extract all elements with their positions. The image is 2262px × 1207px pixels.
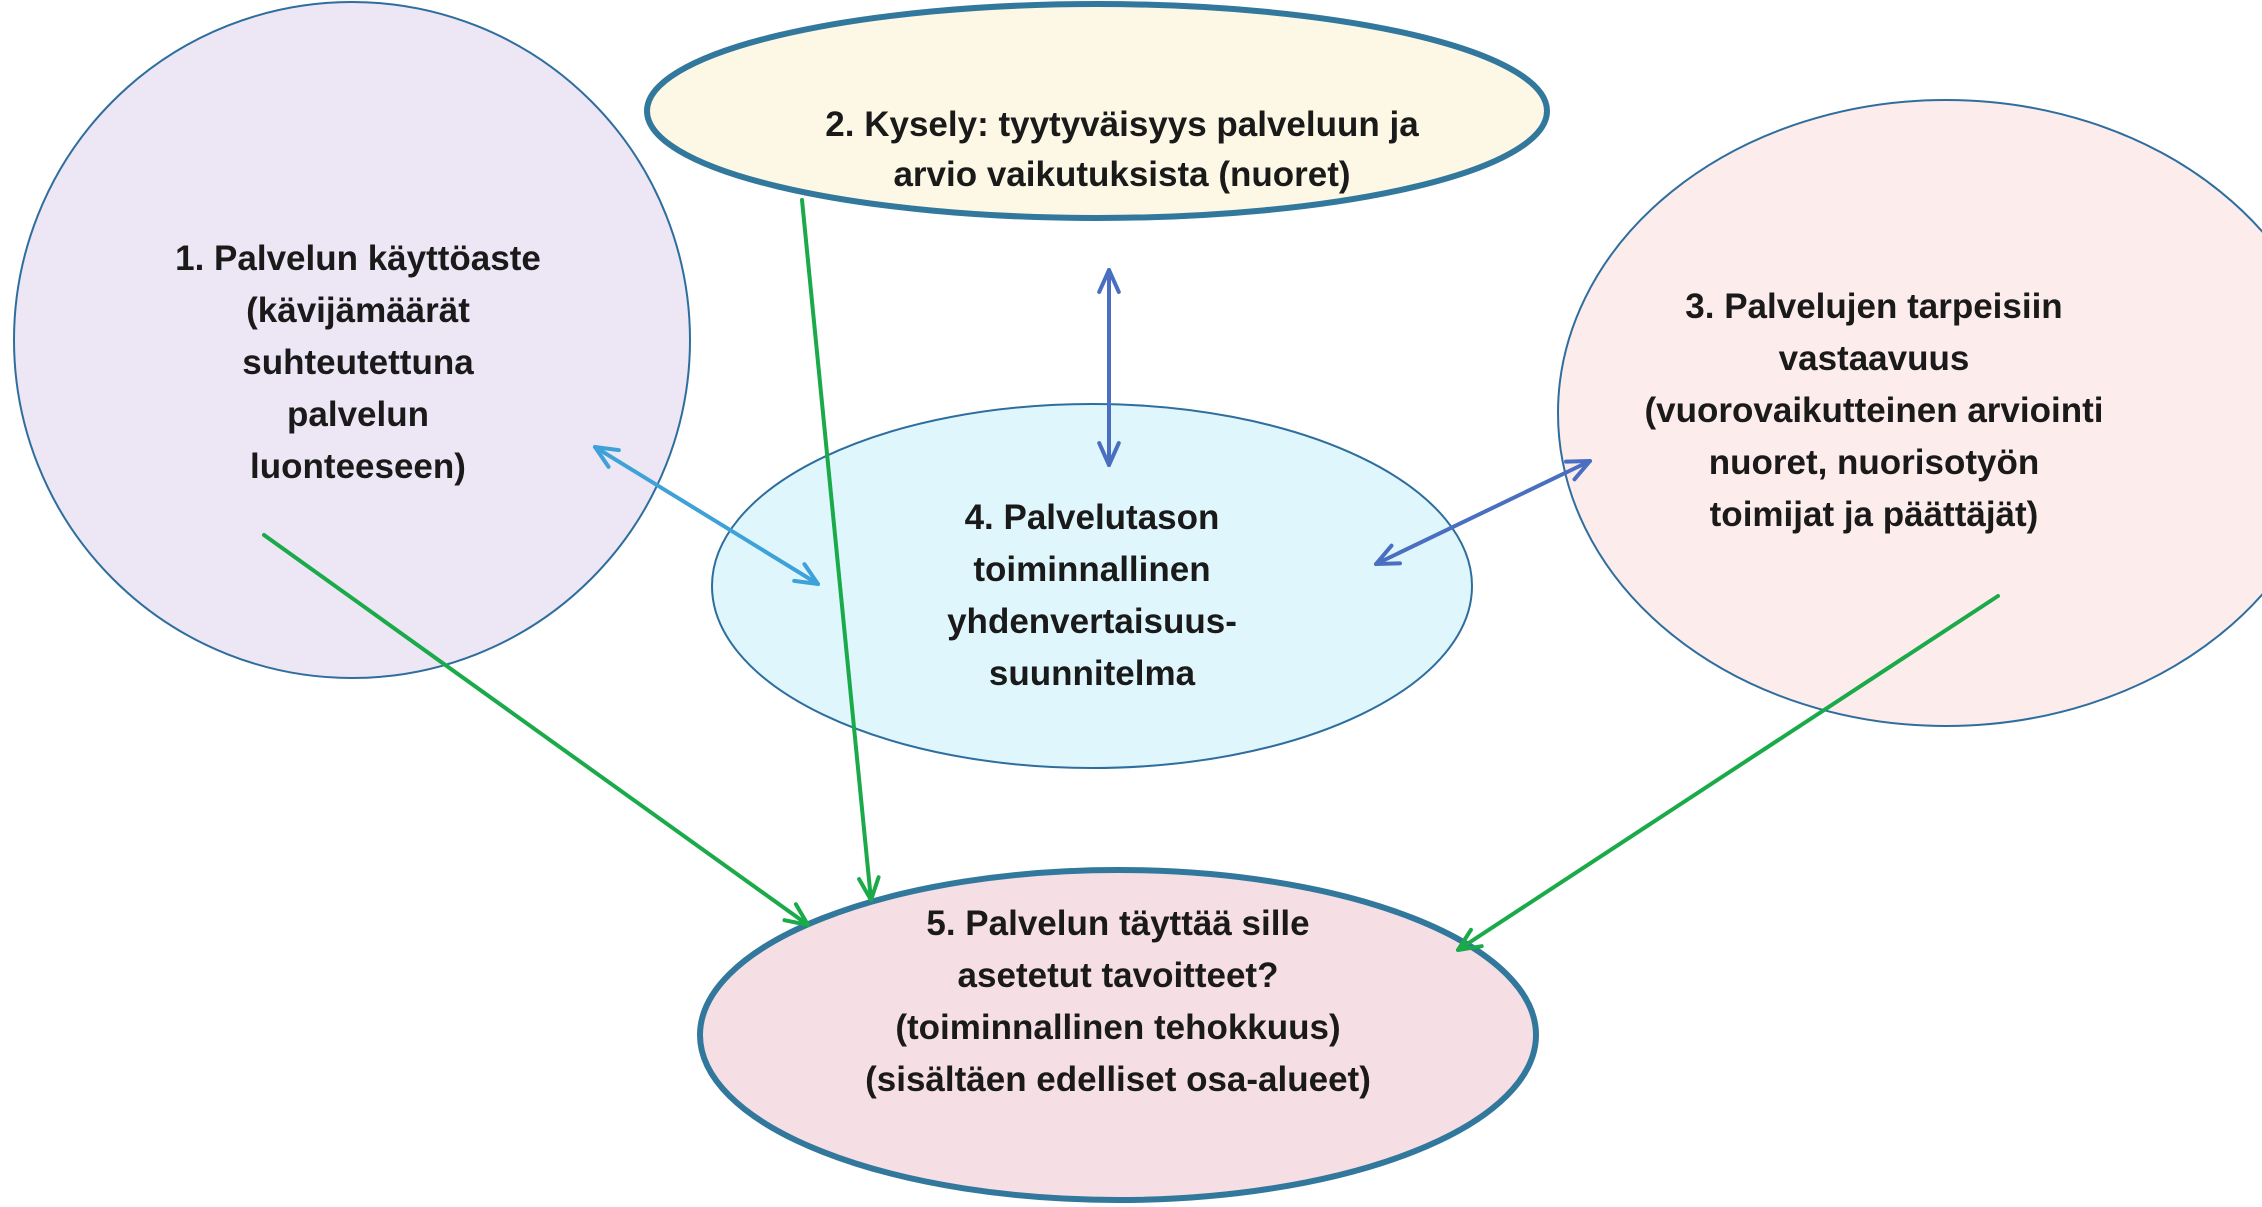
diagram-edges — [262, 198, 2000, 952]
diagram-labels: 1. Palvelun käyttöaste (kävijämäärät suhte… — [175, 105, 2103, 1099]
edge-n3-n4-tail — [1564, 459, 1592, 482]
node-n4-line-3: suunnitelma — [989, 654, 1196, 693]
node-n2-label: 2. Kysely: tyytyväisyys palveluun ja arvi… — [825, 105, 1419, 194]
edge-n1-n4-tail — [593, 445, 621, 469]
node-n1-line-3: palvelun — [287, 395, 429, 434]
edge-n2-n4-tail — [1097, 268, 1121, 294]
edge-n1-n4-double-arrow — [593, 445, 820, 586]
edge-n3-n5-head — [1456, 927, 1484, 952]
edge-n2-n4-head — [1097, 441, 1121, 467]
node-n3-line-2: (vuorovaikutteinen arviointi — [1645, 391, 2104, 430]
node-n2-line-1: arvio vaikutuksista (nuoret) — [893, 155, 1350, 194]
edge-n3-n4-double-arrow — [1374, 459, 1592, 566]
node-n3-line-1: vastaavuus — [1779, 339, 1970, 378]
node-n2-ellipse — [644, 1, 1550, 221]
node-n5-ellipse — [697, 867, 1539, 1203]
edge-n2-n5-head — [857, 875, 881, 902]
node-n4-ellipse — [711, 403, 1473, 769]
node-n3-line-4: toimijat ja päättäjät) — [1710, 495, 2039, 534]
node-n5-label: 5. Palvelun täyttää sille asetetut tavoit… — [865, 904, 1371, 1099]
node-n3-line-0: 3. Palvelujen tarpeisiin — [1685, 287, 2062, 326]
edge-n3-n5-arrow — [1456, 594, 2000, 952]
node-n1-line-2: suhteutettuna — [242, 343, 474, 382]
node-n3-line-3: nuoret, nuorisotyön — [1709, 443, 2040, 482]
node-n4-line-2: yhdenvertaisuus- — [947, 602, 1237, 641]
node-n2-line-0: 2. Kysely: tyytyväisyys palveluun ja — [825, 105, 1419, 144]
edge-n2-n4-double-arrow — [1097, 268, 1121, 467]
edge-n3-n4-head — [1374, 543, 1402, 566]
node-n1-label: 1. Palvelun käyttöaste (kävijämäärät suhte… — [175, 239, 541, 486]
edge-n2-n5-arrow — [800, 198, 881, 902]
edge-n1-n5-arrow — [262, 533, 810, 927]
node-n1-ellipse — [13, 1, 691, 679]
edge-n1-n4-head — [792, 562, 820, 586]
node-n5-line-3: (sisältäen edelliset osa-alueet) — [865, 1060, 1371, 1099]
node-n4-line-0: 4. Palvelutason — [965, 498, 1220, 537]
node-n1-line-0: 1. Palvelun käyttöaste — [175, 239, 541, 278]
node-n1-line-1: (kävijämäärät — [246, 291, 470, 330]
node-n5-line-2: (toiminnallinen tehokkuus) — [895, 1008, 1340, 1047]
node-n1-line-4: luonteeseen) — [250, 447, 466, 486]
node-n3-ellipse — [1557, 99, 2262, 727]
node-n4-line-1: toiminnallinen — [973, 550, 1210, 589]
diagram-nodes — [13, 1, 2262, 1203]
node-n3-label: 3. Palvelujen tarpeisiin vastaavuus (vuoro… — [1645, 287, 2104, 534]
node-n4-label: 4. Palvelutason toiminnallinen yhdenvertai… — [947, 498, 1237, 693]
node-n5-line-0: 5. Palvelun täyttää sille — [926, 904, 1309, 943]
node-n5-line-1: asetetut tavoitteet? — [958, 956, 1279, 995]
edge-n1-n5-head — [782, 902, 810, 927]
